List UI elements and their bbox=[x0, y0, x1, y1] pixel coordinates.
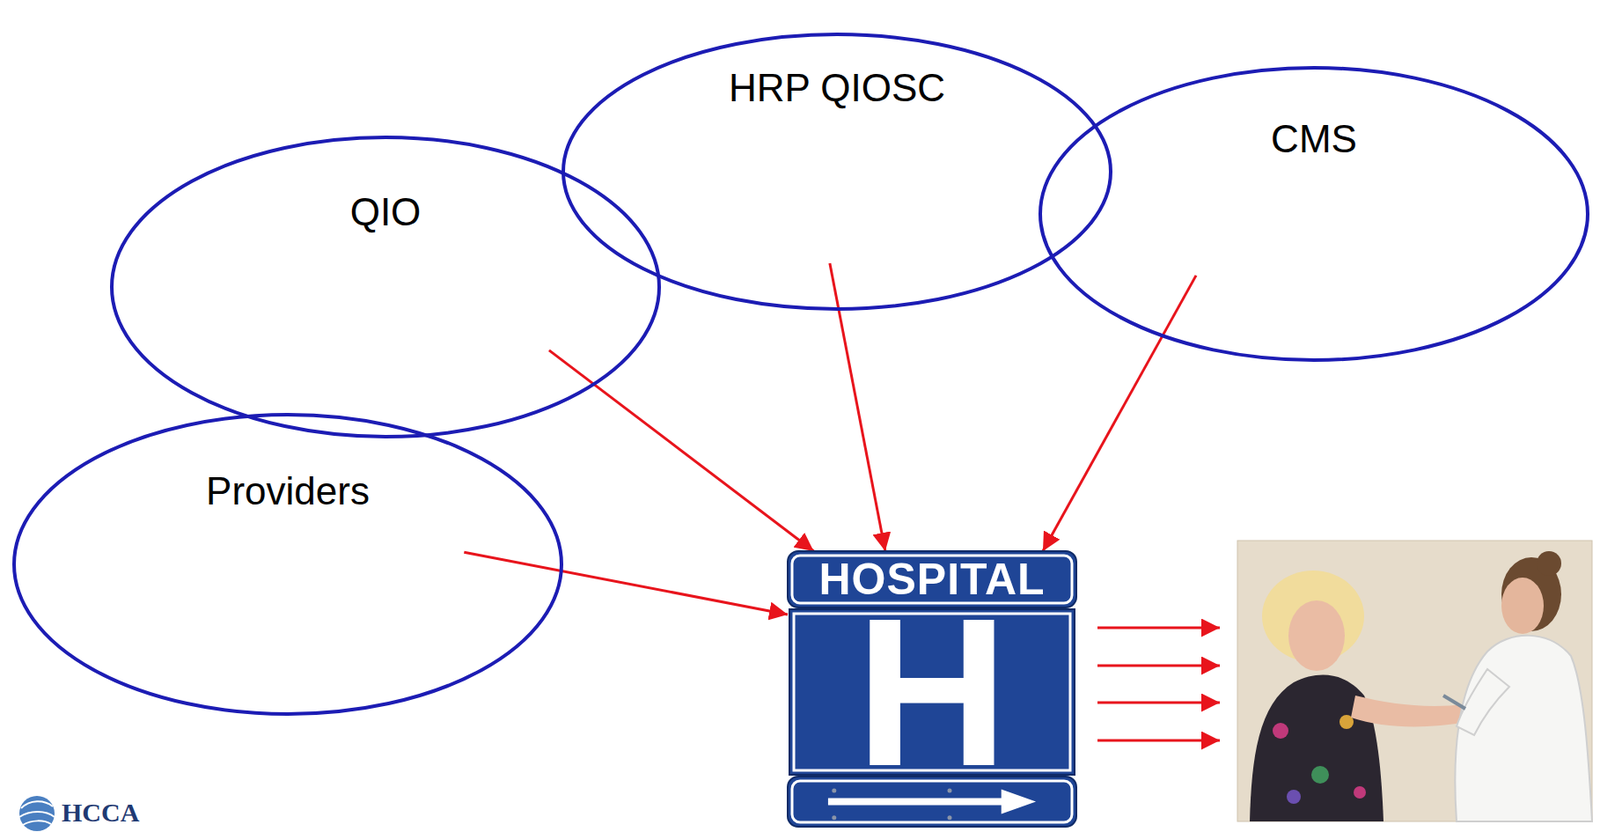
node-label: Providers bbox=[12, 469, 564, 514]
patient-photo bbox=[1237, 540, 1593, 822]
sign-bolt bbox=[831, 814, 837, 820]
organization-ellipse: CMS bbox=[1038, 66, 1590, 362]
outflow-arrow bbox=[1097, 739, 1220, 742]
photo-wall bbox=[1237, 540, 1593, 822]
ellipse-outline bbox=[1038, 66, 1590, 362]
logo-swirl bbox=[22, 820, 52, 825]
sign-bolt bbox=[831, 787, 837, 793]
nurse-arm bbox=[1456, 668, 1510, 735]
nurse-bun bbox=[1536, 550, 1562, 576]
photo-frame bbox=[1237, 540, 1593, 822]
flow-arrow bbox=[463, 551, 788, 615]
organization-ellipse: Providers bbox=[12, 412, 564, 716]
node-label: QIO bbox=[110, 190, 661, 235]
sign-bolt bbox=[947, 814, 953, 820]
logo-icon bbox=[19, 795, 55, 831]
logo-text: HCCA bbox=[61, 797, 140, 828]
patient-face bbox=[1288, 600, 1345, 671]
patient-dress bbox=[1249, 675, 1384, 822]
dress-pattern bbox=[1311, 765, 1329, 784]
syringe bbox=[1443, 695, 1466, 709]
ellipse-outline bbox=[12, 412, 564, 716]
nurse-coat bbox=[1454, 635, 1593, 822]
hospital-sign: HOSPITALH bbox=[787, 550, 1077, 827]
organization-ellipse: QIO bbox=[110, 135, 661, 439]
outflow-arrow bbox=[1097, 701, 1220, 705]
dress-pattern bbox=[1286, 789, 1301, 804]
dress-pattern bbox=[1272, 722, 1289, 739]
logo-swirl bbox=[19, 811, 55, 817]
logo-globe bbox=[19, 795, 55, 831]
organization-ellipse: HRP QIOSC bbox=[561, 32, 1113, 311]
ellipse-border bbox=[1040, 67, 1588, 360]
node-label: HRP QIOSC bbox=[561, 66, 1113, 111]
outflow-arrow bbox=[1097, 664, 1220, 668]
dress-pattern bbox=[1353, 785, 1366, 799]
ellipse-border bbox=[111, 137, 660, 437]
outflow-arrow bbox=[1097, 626, 1220, 630]
outflow-arrows bbox=[1097, 627, 1220, 741]
flow-arrow bbox=[549, 350, 815, 551]
ellipse-border bbox=[14, 414, 562, 714]
sign-letter: H bbox=[787, 586, 1077, 798]
ellipse-outline bbox=[110, 135, 661, 439]
nurse-face bbox=[1501, 577, 1544, 634]
logo-swirl bbox=[21, 800, 53, 808]
patient-arm bbox=[1350, 695, 1468, 727]
node-label: CMS bbox=[1038, 117, 1590, 162]
